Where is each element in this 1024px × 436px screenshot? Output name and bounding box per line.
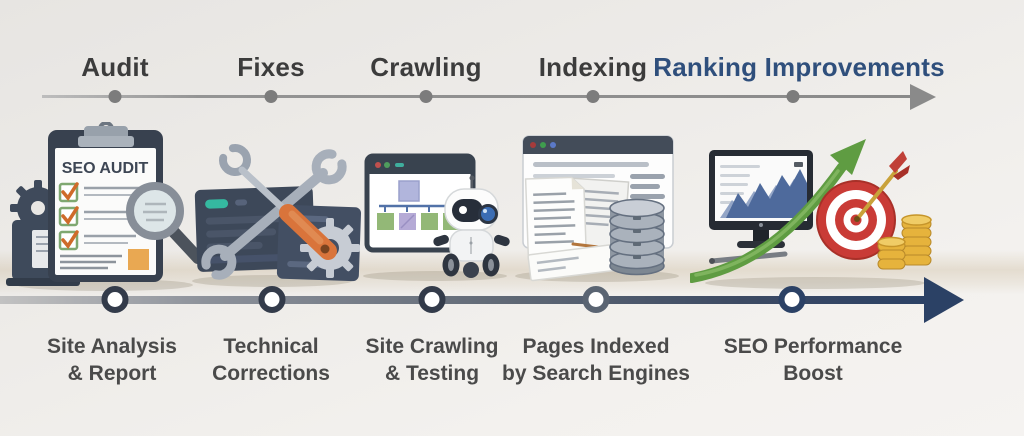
magnifier-icon xyxy=(126,182,204,264)
bottom-node-crawling xyxy=(418,286,446,313)
sitemap-root-node xyxy=(398,180,420,202)
stage-label-ranking: Ranking Improvements xyxy=(653,52,945,82)
illustration-ranking xyxy=(690,139,932,289)
illustration-audit: SEO AUDIT xyxy=(6,122,204,291)
caption-crawling: Site Crawling & Testing xyxy=(365,335,499,385)
ranking-shadow xyxy=(705,277,925,289)
caption-fixes: Technical Corrections xyxy=(212,335,330,385)
checklist-rows xyxy=(58,182,142,251)
top-timeline-dot-indexing xyxy=(586,90,600,103)
stage-label-fixes: Fixes xyxy=(237,52,305,82)
bottom-node-fixes xyxy=(258,286,286,313)
top-timeline-dot-ranking xyxy=(786,90,800,103)
top-timeline-dot-fixes xyxy=(264,90,278,103)
top-timeline-line xyxy=(42,95,912,98)
bottom-node-audit xyxy=(101,286,129,313)
bottom-node-ranking xyxy=(778,286,806,313)
bottom-node-indexing xyxy=(582,286,610,313)
database-icon xyxy=(609,198,665,276)
top-timeline-dot-crawling xyxy=(419,90,433,103)
crawler-robot-icon xyxy=(433,175,510,278)
clipboard-icon: SEO AUDIT xyxy=(48,122,163,282)
coin-stack-short xyxy=(877,236,906,270)
target-icon xyxy=(816,151,910,260)
bottom-timeline-line xyxy=(0,296,928,304)
top-timeline-arrow-icon xyxy=(910,84,936,110)
illustration-fixes xyxy=(192,144,362,287)
dart-icon xyxy=(854,151,910,222)
coin-stack-tall xyxy=(901,214,932,266)
caption-ranking: SEO Performance Boost xyxy=(723,335,903,385)
stage-label-audit: Audit xyxy=(81,52,149,82)
caption-indexing: Pages Indexed by Search Engines xyxy=(502,335,690,385)
stage-label-indexing: Indexing xyxy=(538,52,648,82)
stage-label-crawling: Crawling xyxy=(370,52,482,82)
illustration-crawling xyxy=(363,153,510,281)
caption-audit: Site Analysis & Report xyxy=(47,335,177,385)
illustration-indexing xyxy=(515,135,679,282)
bottom-timeline-arrow-icon xyxy=(924,277,964,323)
growth-arrow-icon xyxy=(690,139,866,283)
coins-icon xyxy=(877,214,932,270)
clipboard-title: SEO AUDIT xyxy=(62,160,149,177)
wrench-icon xyxy=(201,149,347,280)
top-timeline-dot-audit xyxy=(108,90,122,103)
area-chart-dark xyxy=(726,169,807,218)
screwdriver-icon xyxy=(219,144,337,260)
orange-swatch xyxy=(128,249,149,270)
